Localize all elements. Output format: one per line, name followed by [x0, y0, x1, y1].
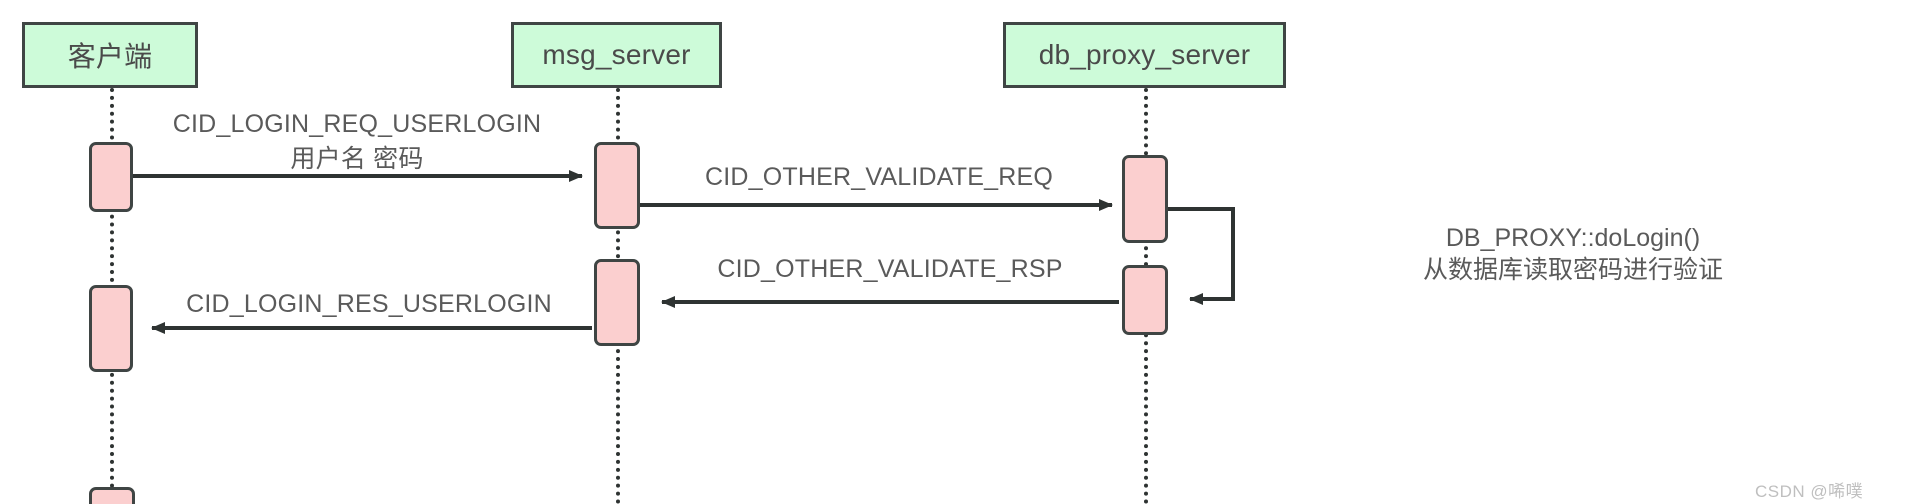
- note-db-proxy-self-call-line1: DB_PROXY::doLogin(): [1445, 224, 1701, 252]
- cut-off-row-label: [357, 487, 364, 504]
- message-label-login-res-line1: CID_LOGIN_RES_USERLOGIN: [186, 290, 552, 318]
- arrow-db-proxy-self-call: [1167, 207, 1235, 305]
- participant-client[interactable]: 客户端: [22, 22, 198, 88]
- note-db-proxy-self-call-line2: 从数据库读取密码进行验证: [1422, 256, 1724, 284]
- message-label-validate-req: CID_OTHER_VALIDATE_REQ: [705, 163, 1053, 192]
- participant-db-proxy-server-label: db_proxy_server: [1038, 39, 1251, 70]
- participant-db-proxy-server[interactable]: db_proxy_server: [1003, 22, 1286, 88]
- participant-msg-server[interactable]: msg_server: [511, 22, 722, 88]
- message-label-login-req-line2: 用户名 密码: [290, 145, 424, 173]
- message-label-login-req: CID_LOGIN_REQ_USERLOGIN 用户名 密码: [173, 110, 542, 175]
- message-label-validate-rsp: CID_OTHER_VALIDATE_RSP: [717, 255, 1062, 284]
- participant-msg-server-label: msg_server: [542, 39, 691, 70]
- message-label-validate-req-line1: CID_OTHER_VALIDATE_REQ: [704, 163, 1054, 191]
- activation-db-proxy-2[interactable]: [1122, 265, 1168, 335]
- message-label-login-req-line1: CID_LOGIN_REQ_USERLOGIN: [172, 110, 542, 138]
- activation-msg-server-2[interactable]: [594, 259, 640, 346]
- activation-msg-server-1[interactable]: [594, 142, 640, 229]
- message-label-validate-rsp-line1: CID_OTHER_VALIDATE_RSP: [717, 255, 1063, 283]
- activation-client-3-partial[interactable]: [89, 487, 135, 504]
- activation-client-1[interactable]: [89, 142, 133, 212]
- cut-off-row: [0, 487, 1910, 504]
- activation-client-2[interactable]: [89, 285, 133, 372]
- message-label-login-res: CID_LOGIN_RES_USERLOGIN: [186, 290, 552, 319]
- activation-db-proxy-1[interactable]: [1122, 155, 1168, 243]
- note-db-proxy-self-call: DB_PROXY::doLogin() 从数据库读取密码进行验证: [1423, 222, 1723, 286]
- participant-client-label: 客户端: [67, 41, 153, 72]
- csdn-watermark: CSDN @唏噗: [1755, 482, 1864, 501]
